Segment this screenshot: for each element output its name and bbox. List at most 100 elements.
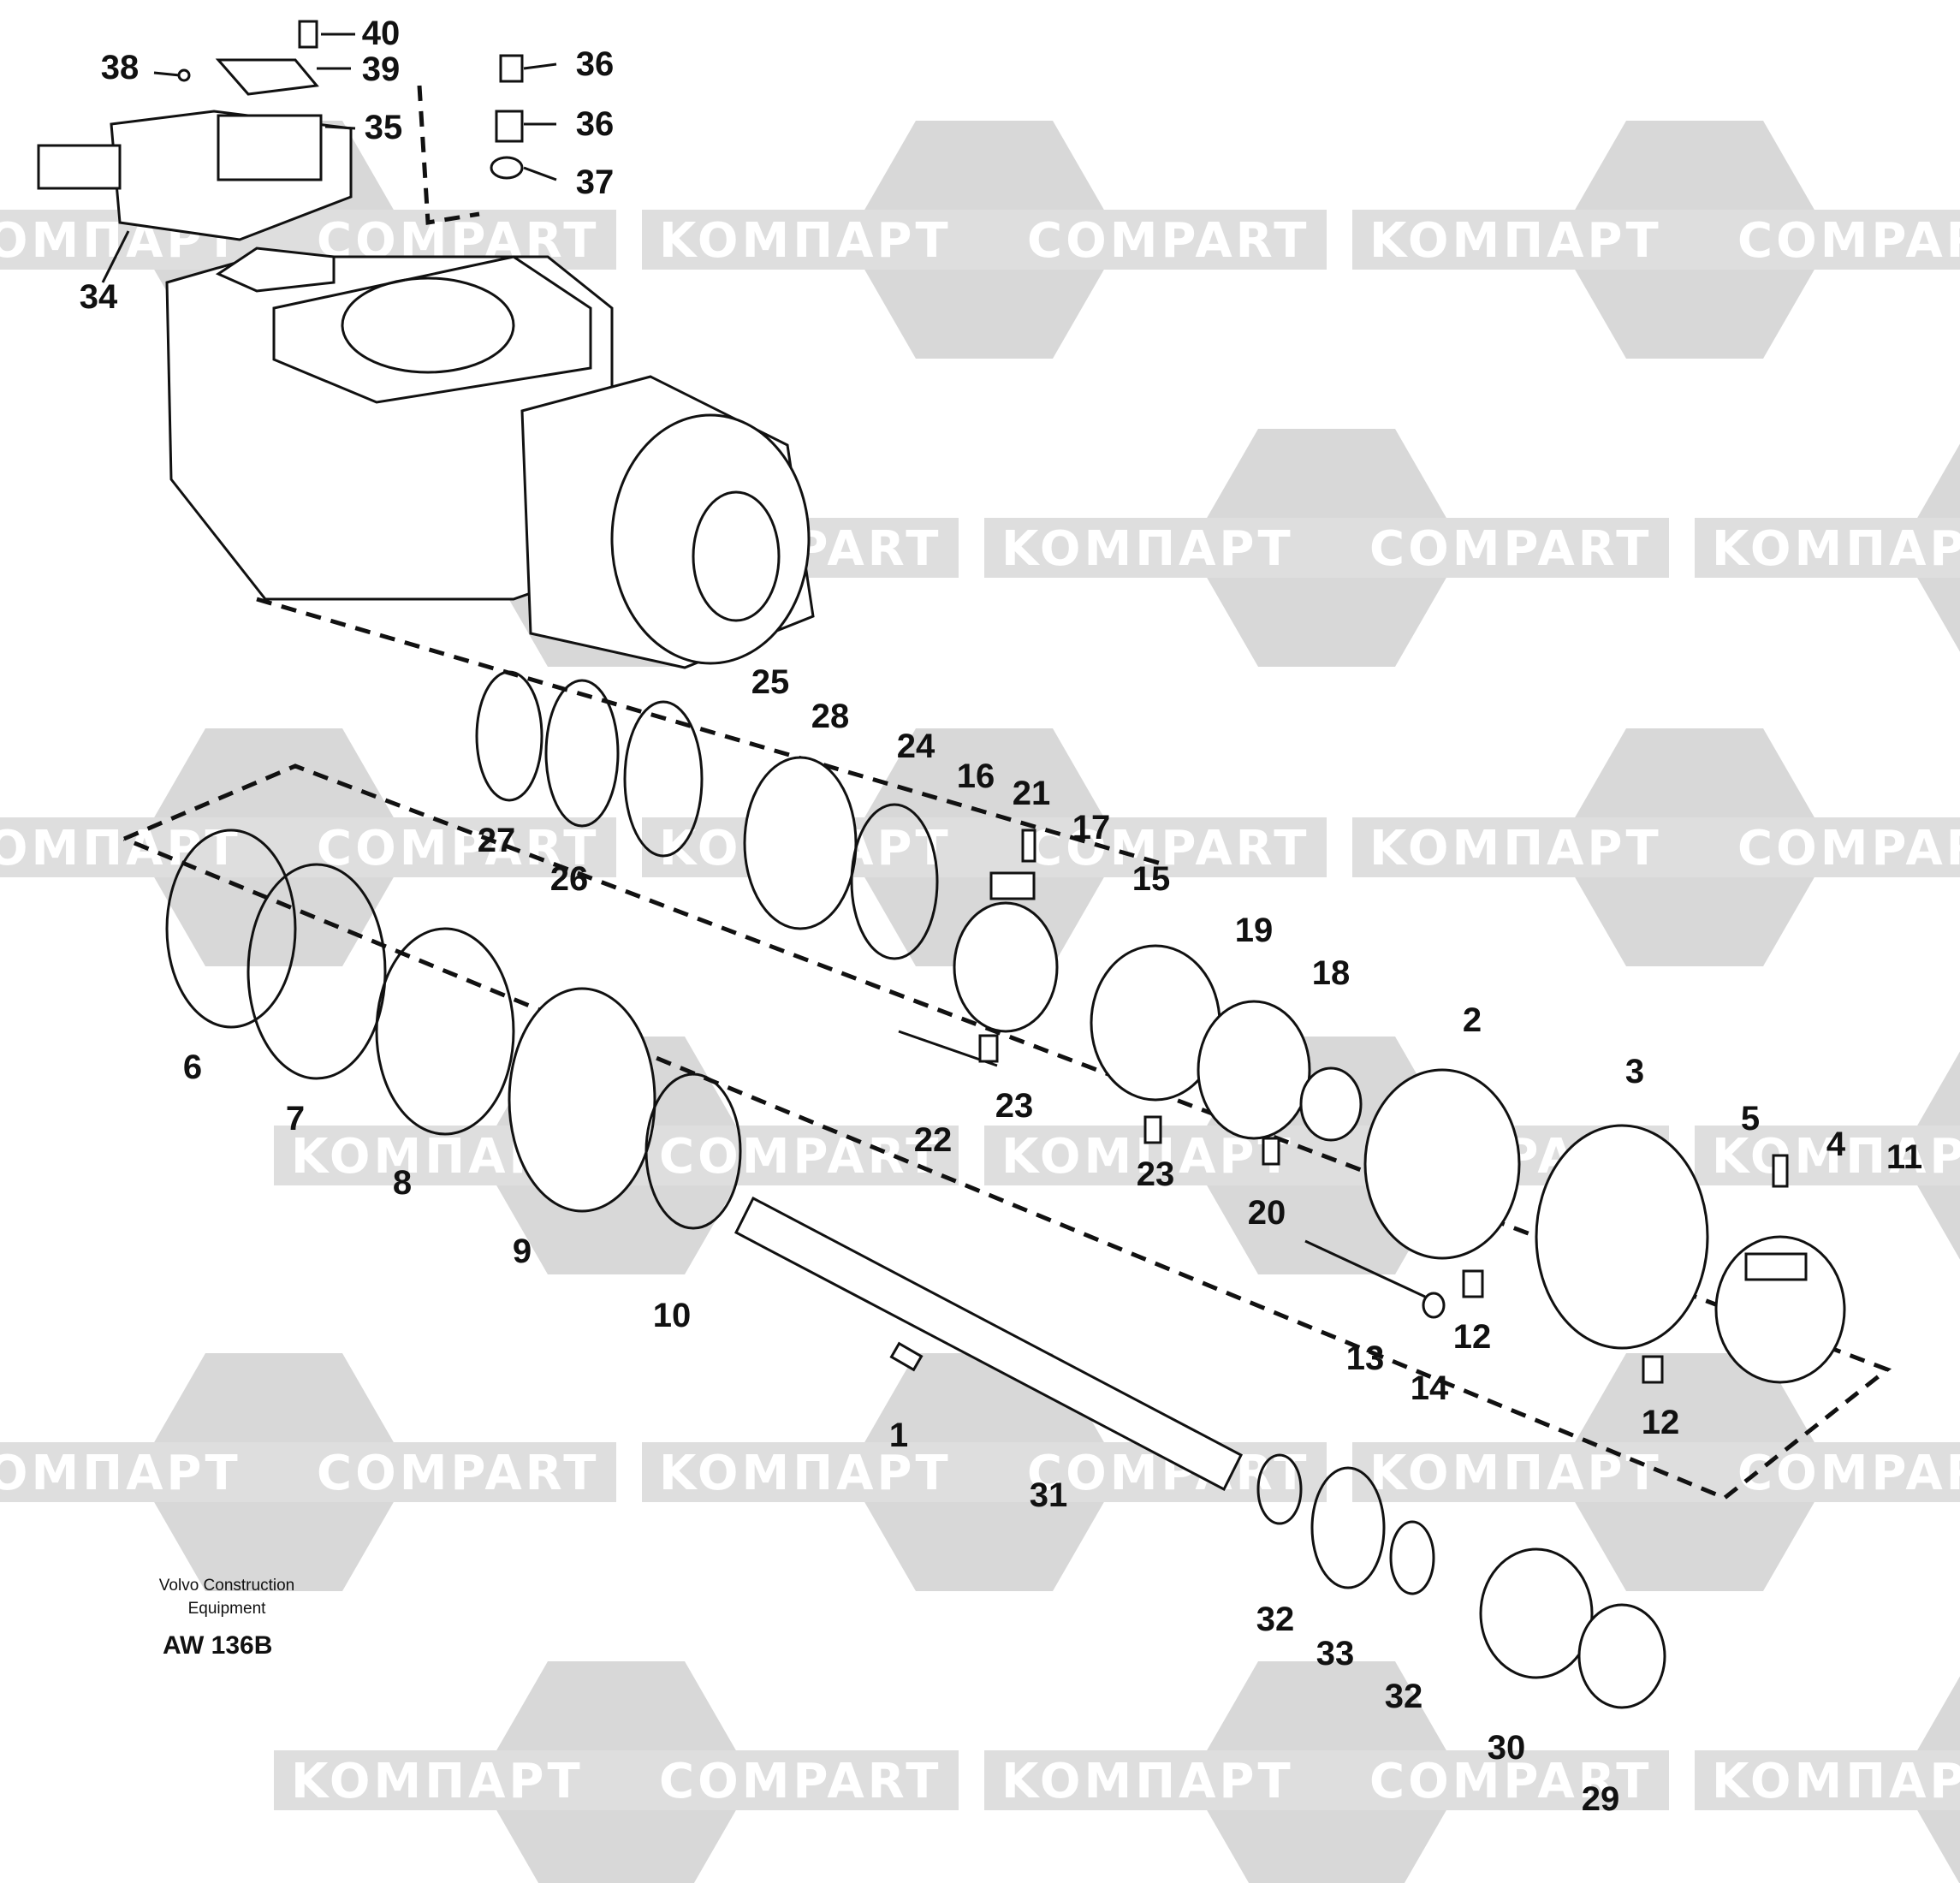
callout-2: 2 bbox=[1463, 1001, 1482, 1039]
ring-8 bbox=[375, 927, 515, 1136]
caption-line2: Equipment bbox=[188, 1600, 267, 1618]
watermark-word-left: KOMПAPT bbox=[1712, 1129, 1960, 1185]
watermark-word-right: COMPART bbox=[1027, 213, 1310, 269]
rear-cover-bore bbox=[692, 490, 781, 622]
callout-25: 25 bbox=[751, 663, 790, 701]
caption-code: AW 136B bbox=[163, 1631, 272, 1660]
watermark-word-right: COMPART bbox=[659, 1129, 941, 1185]
callout-40: 40 bbox=[362, 15, 401, 52]
pump-side-block bbox=[215, 247, 336, 293]
callout-12: 12 bbox=[1453, 1318, 1492, 1356]
pin-12a bbox=[1462, 1269, 1484, 1298]
watermark-band bbox=[274, 1750, 959, 1810]
callout-32: 32 bbox=[1385, 1678, 1423, 1715]
washer-14 bbox=[1422, 1292, 1446, 1319]
fitting-36b bbox=[495, 110, 524, 143]
small-parts bbox=[898, 829, 1808, 1384]
callout-32: 32 bbox=[1256, 1601, 1295, 1638]
watermark-word-left: KOMПAPT bbox=[1369, 821, 1662, 876]
control-valve-assembly bbox=[37, 20, 524, 241]
caption-line1: Volvo Construction bbox=[159, 1577, 294, 1595]
callout-37: 37 bbox=[576, 163, 615, 201]
callout-36: 36 bbox=[576, 105, 615, 143]
callout-22: 22 bbox=[914, 1121, 953, 1159]
callout-4: 4 bbox=[1826, 1126, 1846, 1163]
callout-30: 30 bbox=[1488, 1729, 1526, 1767]
callout-31: 31 bbox=[1030, 1476, 1068, 1514]
washer-38 bbox=[177, 68, 191, 82]
callout-36: 36 bbox=[576, 45, 615, 83]
watermark-word-left: KOMПAPT bbox=[291, 1754, 584, 1809]
watermark-band bbox=[642, 210, 1327, 270]
ring-24 bbox=[850, 803, 939, 960]
pin-23a bbox=[978, 1034, 999, 1063]
pin-21 bbox=[1021, 829, 1036, 863]
dash-line-top bbox=[417, 85, 480, 225]
dash-frame-lower bbox=[123, 763, 1892, 1500]
housing-3 bbox=[1535, 1124, 1709, 1350]
callout-12: 12 bbox=[1642, 1404, 1680, 1441]
callout-18: 18 bbox=[1312, 954, 1351, 992]
watermark-word-left: KOMПAPT bbox=[1712, 1754, 1960, 1809]
watermark-band bbox=[1695, 1126, 1960, 1185]
watermark-band bbox=[0, 1442, 616, 1502]
callout-38: 38 bbox=[101, 49, 140, 86]
ring-26 bbox=[544, 679, 620, 828]
callout-27: 27 bbox=[478, 822, 516, 859]
watermark-word-right: COMPART bbox=[1369, 521, 1652, 577]
housing-9 bbox=[508, 987, 656, 1213]
assembly-outline bbox=[123, 85, 1892, 1500]
callout-28: 28 bbox=[811, 698, 850, 735]
rear-cover-boss bbox=[610, 413, 811, 665]
callout-16: 16 bbox=[957, 757, 995, 795]
callout-leaders bbox=[101, 33, 557, 283]
pump-top-flange bbox=[272, 255, 592, 404]
callout-17: 17 bbox=[1072, 809, 1111, 846]
pump-inlet-port bbox=[341, 276, 515, 374]
watermark-word-left: KOMПAPT bbox=[1712, 521, 1960, 577]
drive-shaft bbox=[734, 1196, 1243, 1492]
callout-13: 13 bbox=[1346, 1339, 1385, 1377]
callout-8: 8 bbox=[393, 1164, 412, 1202]
ring-33 bbox=[1310, 1466, 1386, 1589]
pin-23b bbox=[1143, 1115, 1162, 1144]
watermark-band bbox=[1695, 1750, 1960, 1810]
callout-14: 14 bbox=[1411, 1369, 1449, 1407]
callout-34: 34 bbox=[80, 278, 118, 316]
callout-1: 1 bbox=[889, 1417, 908, 1454]
callout-29: 29 bbox=[1582, 1780, 1620, 1818]
seal-37 bbox=[490, 156, 524, 180]
watermark-word-right: COMPART bbox=[1369, 1754, 1652, 1809]
pin-1 bbox=[889, 1341, 924, 1372]
callout-20: 20 bbox=[1248, 1194, 1286, 1232]
front-bearing-group bbox=[1256, 1453, 1666, 1709]
key-4 bbox=[1744, 1252, 1808, 1281]
callout-39: 39 bbox=[362, 50, 401, 88]
callout-23: 23 bbox=[995, 1087, 1034, 1125]
dash-line-upper bbox=[256, 597, 1165, 867]
watermark-word-left: KOMПAPT bbox=[0, 1446, 241, 1501]
pump-housing bbox=[165, 247, 815, 669]
watermark-word-right: COMPART bbox=[317, 1446, 599, 1501]
watermark-band bbox=[984, 1750, 1669, 1810]
callout-33: 33 bbox=[1316, 1635, 1355, 1672]
piston-28 bbox=[743, 756, 858, 930]
ring-7 bbox=[246, 863, 387, 1080]
bearing-19 bbox=[1197, 1000, 1311, 1140]
ring-27 bbox=[475, 670, 543, 802]
watermark-word-left: KOMПAPT bbox=[1001, 1754, 1294, 1809]
ring-6 bbox=[165, 829, 297, 1029]
watermark-band bbox=[1695, 518, 1960, 578]
watermark-word-left: KOMПAPT bbox=[659, 1446, 952, 1501]
watermark-word-right: COMPART bbox=[1737, 213, 1960, 269]
callout-24: 24 bbox=[897, 728, 935, 765]
watermark-band bbox=[984, 518, 1669, 578]
watermark-band bbox=[1352, 817, 1960, 877]
callout-7: 7 bbox=[286, 1100, 305, 1138]
bushing-17 bbox=[953, 901, 1059, 1033]
shaft-31 bbox=[734, 1196, 1243, 1492]
callout-6: 6 bbox=[183, 1048, 202, 1086]
callout-35: 35 bbox=[365, 109, 403, 146]
key-16 bbox=[989, 871, 1036, 900]
pin-12b bbox=[1642, 1355, 1664, 1384]
